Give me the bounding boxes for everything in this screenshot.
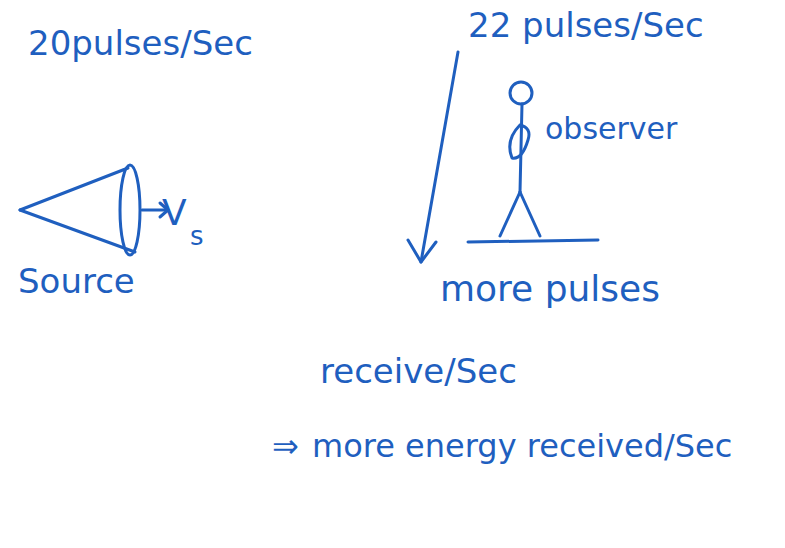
handwritten-label: receive/Sec: [320, 352, 517, 391]
handwritten-label: more energy received/Sec: [312, 428, 732, 465]
pointer-arrowhead: [408, 240, 436, 262]
observer-head: [510, 82, 532, 104]
speaker-cone: [20, 210, 135, 252]
observer-leg: [520, 192, 540, 236]
observer-body: [520, 104, 522, 192]
handwritten-label: V: [162, 192, 187, 233]
observer-arm: [510, 125, 529, 158]
handwritten-label: observer: [545, 112, 677, 147]
handwritten-label: s: [190, 222, 204, 252]
handwritten-label: 20pulses/Sec: [28, 24, 253, 63]
ground-line: [468, 240, 598, 242]
handwritten-label: more pulses: [440, 268, 660, 309]
speaker-cone: [20, 168, 128, 210]
pointer-arrow: [421, 52, 458, 262]
observer-leg: [500, 192, 520, 236]
handwritten-label: 22 pulses/Sec: [468, 6, 704, 45]
handwritten-label: Source: [18, 262, 135, 301]
speaker-mouth: [120, 165, 140, 255]
handwritten-label: ⇒: [272, 428, 299, 465]
